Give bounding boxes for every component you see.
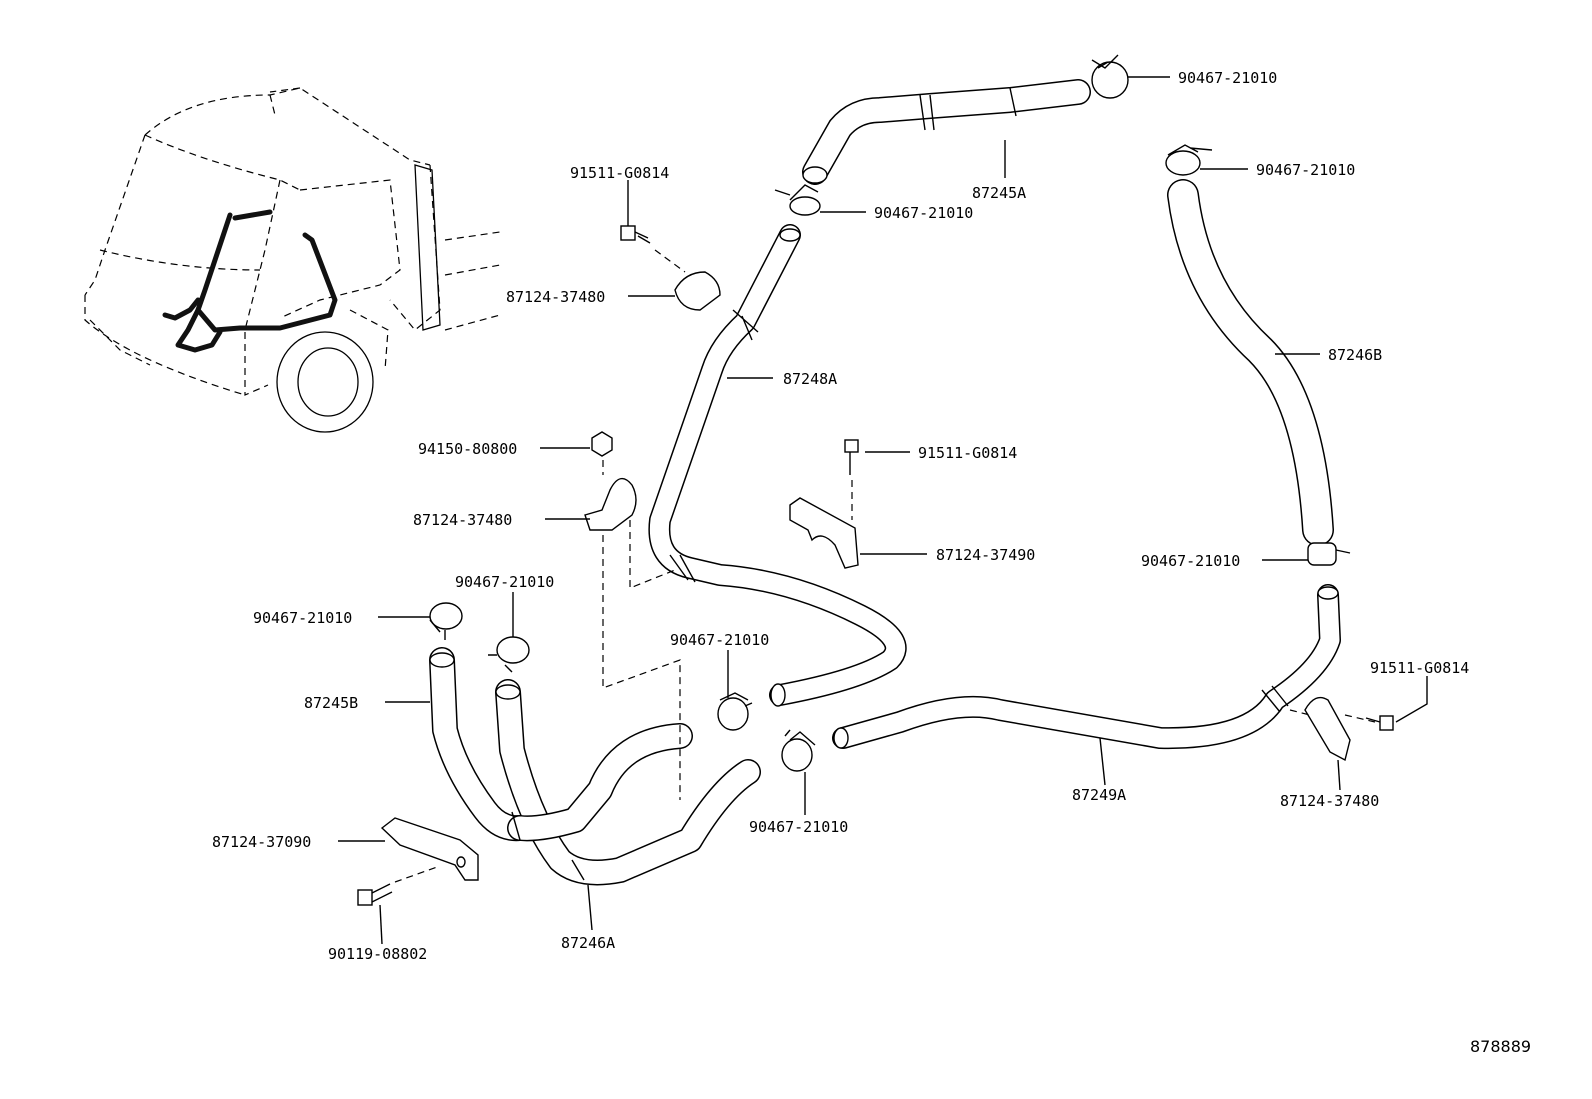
label-clamp-center-a[interactable]: 90467-21010 [670,631,769,649]
hose-87248a [648,224,907,707]
label-hose-87246a[interactable]: 87246A [561,934,615,952]
label-bolt-90119[interactable]: 90119-08802 [328,945,427,963]
label-bracket-87124-37490[interactable]: 87124-37490 [936,546,1035,564]
label-clamp-top-right[interactable]: 90467-21010 [1178,69,1277,87]
clamp-center-b [781,729,816,772]
bracket-87124-37090 [380,817,479,883]
hose-87245a [802,79,1091,185]
label-hose-87249a[interactable]: 87249A [1072,786,1126,804]
hose-87249a [832,584,1341,750]
clamp-center-a [717,692,753,731]
label-clamp-right-upper[interactable]: 90467-21010 [1256,161,1355,179]
leader-lines [338,76,1428,945]
label-clamp-top-center[interactable]: 90467-21010 [874,204,973,222]
hose-87246b [1167,179,1334,546]
clamp-left-a [429,602,463,640]
label-clamp-center-b[interactable]: 90467-21010 [749,818,848,836]
label-hose-87245b[interactable]: 87245B [304,694,358,712]
label-clamp-left-b[interactable]: 90467-21010 [455,573,554,591]
label-bolt-right[interactable]: 91511-G0814 [1370,659,1469,677]
bolt-top-left [620,225,686,273]
label-hose-87246b[interactable]: 87246B [1328,346,1382,364]
label-hose-87248a[interactable]: 87248A [783,370,837,388]
label-bracket-87124-37090[interactable]: 87124-37090 [212,833,311,851]
clamp-top-right [1091,54,1129,99]
label-bolt-mid[interactable]: 91511-G0814 [918,444,1017,462]
bolt-right [1365,715,1394,731]
clamp-left-b [488,636,530,673]
bolt-90119 [357,883,393,906]
nut-94150 [591,431,613,475]
part-labels: 90467-21010 90467-21010 90467-21010 8724… [212,69,1531,1056]
bolt-mid [844,439,859,520]
bracket-87124-37490 [789,497,859,569]
hose-87246a [495,679,761,886]
label-clamp-bracket-mid[interactable]: 87124-37480 [413,511,512,529]
diagram-id: 878889 [1470,1037,1531,1056]
label-clamp-right-mid[interactable]: 90467-21010 [1141,552,1240,570]
hose-87245b [429,647,533,842]
label-clamp-bracket-top[interactable]: 87124-37480 [506,288,605,306]
clamp-right-mid [1307,542,1351,566]
label-clamp-left-a[interactable]: 90467-21010 [253,609,352,627]
label-bolt-top-left[interactable]: 91511-G0814 [570,164,669,182]
label-clamp-bracket-right[interactable]: 87124-37480 [1280,792,1379,810]
clamp-bracket-mid [584,477,681,800]
truck-illustration [84,87,501,433]
clamp-bracket-top [674,271,721,311]
clamp-bracket-right [1289,696,1376,762]
label-nut-94150[interactable]: 94150-80800 [418,440,517,458]
label-hose-87245a[interactable]: 87245A [972,184,1026,202]
clamp-right-upper [1165,144,1213,176]
clamp-top-center [774,184,821,216]
